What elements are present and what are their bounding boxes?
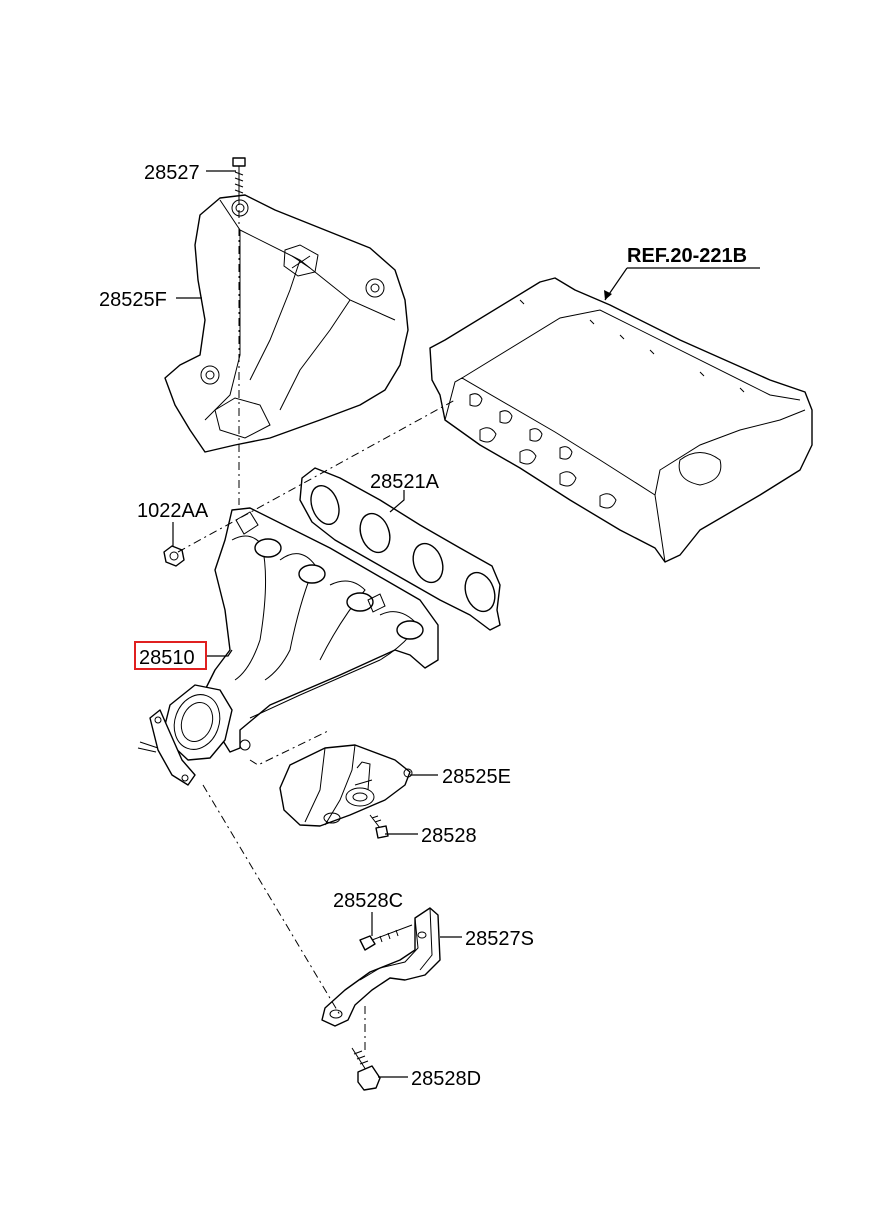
label-28527[interactable]: 28527 xyxy=(144,162,200,184)
bracket-28527s-drawing xyxy=(321,907,441,1027)
bolt-28528d-drawing xyxy=(351,1047,381,1091)
bolt-28528-drawing xyxy=(369,814,389,839)
label-28528[interactable]: 28528 xyxy=(421,825,477,847)
label-1022aa[interactable]: 1022AA xyxy=(137,500,209,522)
label-28521a[interactable]: 28521A xyxy=(370,471,440,493)
bolt-28527-drawing xyxy=(232,157,246,205)
heat-protector-lower-drawing xyxy=(279,744,413,827)
bolt-28528c-drawing xyxy=(359,924,413,951)
label-28525e[interactable]: 28525E xyxy=(442,766,511,788)
heat-protector-upper-drawing xyxy=(164,194,409,453)
cylinder-head-drawing xyxy=(429,277,813,563)
label-ref-20-221b[interactable]: REF.20-221B xyxy=(627,245,747,267)
label-28525f[interactable]: 28525F xyxy=(99,289,167,311)
label-28528d[interactable]: 28528D xyxy=(411,1068,481,1090)
nut-1022aa-drawing xyxy=(163,545,185,567)
label-28527s[interactable]: 28527S xyxy=(465,928,534,950)
assembly-guide-lines xyxy=(177,210,456,1050)
label-28528c[interactable]: 28528C xyxy=(333,890,403,912)
highlight-box-28510 xyxy=(134,641,207,670)
exhaust-manifold-28510-drawing xyxy=(137,507,439,786)
label-28510[interactable]: 28510 xyxy=(139,647,195,669)
gasket-28521a-drawing xyxy=(299,467,501,631)
leader-lines xyxy=(172,170,760,1078)
